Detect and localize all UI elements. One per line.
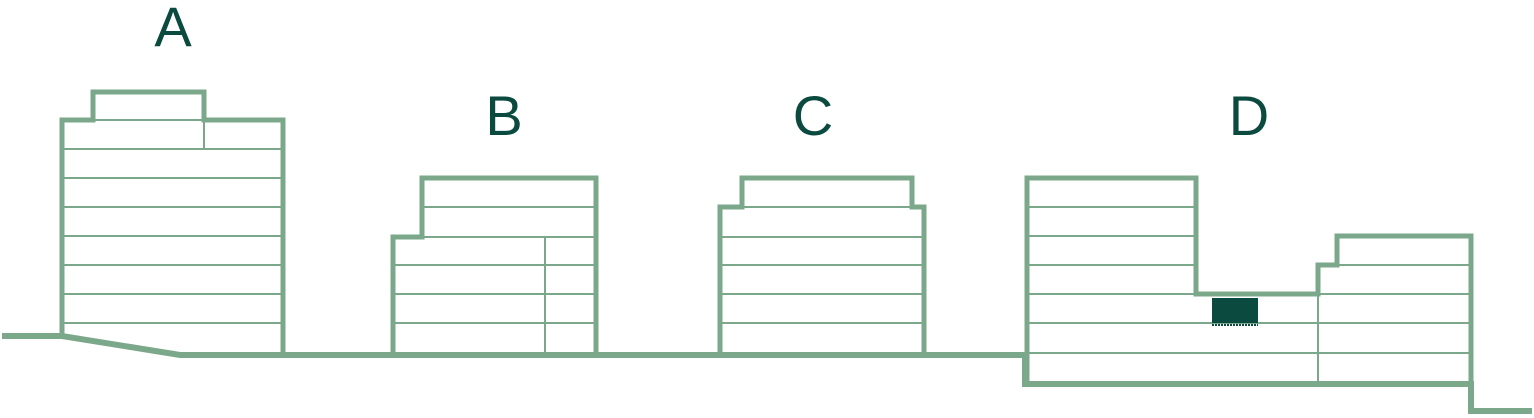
building-b: [390, 175, 599, 354]
building-d-floors: [1027, 206, 1471, 384]
building-d-outline: [1024, 175, 1474, 384]
building-label-b: B: [485, 84, 523, 147]
building-b-floors: [393, 206, 596, 354]
building-a-outline: [59, 89, 286, 354]
highlight-unit-marker: [1212, 298, 1258, 323]
ground-line: [2, 333, 1532, 414]
building-d: [1024, 175, 1474, 384]
building-label-d: D: [1228, 84, 1270, 147]
building-c-floors: [720, 206, 924, 324]
building-label-a: A: [154, 0, 192, 58]
building-a: [59, 89, 286, 354]
building-c: [717, 175, 927, 354]
building-c-outline: [717, 175, 927, 354]
building-a-floors: [62, 119, 283, 324]
building-label-c: C: [792, 84, 834, 147]
